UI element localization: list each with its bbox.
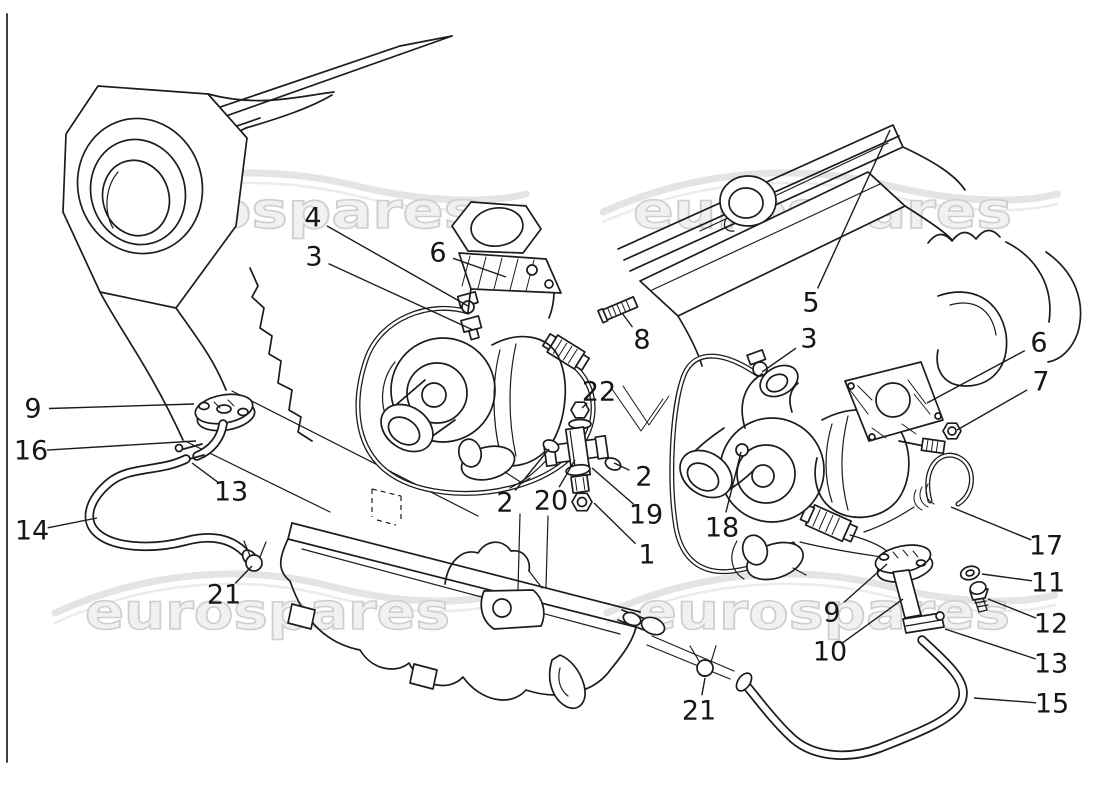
- stud-8: [597, 295, 639, 324]
- gasket-phantom-outline: [371, 488, 402, 526]
- callout-leader-line: [701, 677, 706, 696]
- callout-leader-line: [621, 312, 634, 328]
- fitting-20: [570, 474, 590, 494]
- eurospares-watermark-text: eurospares: [637, 583, 1010, 641]
- callout-leader-line: [987, 598, 1037, 619]
- washer-11: [959, 565, 981, 581]
- watermark-swoosh-echo: [53, 582, 496, 625]
- left-hose-coupler: [541, 333, 591, 371]
- watermark-swoosh: [603, 570, 1059, 617]
- part-number-label: 20: [534, 486, 568, 517]
- callout-leader-line: [761, 347, 797, 373]
- part-number-label: 21: [682, 696, 716, 727]
- part-number-label: 5: [802, 288, 819, 319]
- callout-leader-line: [817, 129, 891, 289]
- callout-leader-line: [452, 257, 507, 278]
- callout-leader-line: [956, 389, 1028, 431]
- callout-leader-line: [46, 440, 197, 451]
- callout-leader-line: [591, 467, 635, 506]
- callout-leader-line: [944, 628, 1037, 660]
- spring-clamp-21-left: [245, 554, 263, 572]
- part-number-label: 3: [305, 242, 322, 273]
- callout-leader-line: [581, 402, 588, 409]
- part-number-label: 10: [813, 637, 847, 668]
- callout-leader-line: [326, 225, 469, 307]
- part-number-label: 14: [15, 516, 49, 547]
- callout-leader-line: [558, 459, 576, 488]
- right-hose-coupler: [799, 503, 859, 543]
- part-number-label: 16: [14, 436, 48, 467]
- part-number-label: 15: [1035, 689, 1069, 720]
- part-number-label: 7: [1032, 367, 1049, 398]
- part-number-label: 2: [635, 462, 652, 493]
- nut-1: [571, 492, 593, 512]
- plug-2-right: [604, 457, 622, 471]
- callout-leader-line: [926, 349, 1026, 404]
- left-oil-drain: [84, 393, 267, 572]
- part-number-label: 6: [1030, 328, 1047, 359]
- right-turbocharger: [669, 349, 974, 581]
- left-turbo-bracket: [451, 201, 562, 294]
- part-number-label: 13: [1034, 649, 1068, 680]
- part-number-label: 6: [429, 238, 446, 269]
- callout-leader-line: [234, 565, 253, 584]
- callout-leader-line: [328, 263, 474, 331]
- part-number-label: 3: [800, 324, 817, 355]
- callout-leader-line: [514, 448, 550, 492]
- block-jagged-edge: [249, 267, 313, 442]
- part-number-label: 9: [823, 598, 840, 629]
- watermark-swoosh: [51, 570, 498, 617]
- callout-leader-line: [842, 598, 904, 644]
- oil-sump: [279, 488, 735, 709]
- washer-19: [565, 463, 591, 477]
- part-number-label: 12: [1034, 609, 1068, 640]
- left-turbine-housing: [491, 335, 567, 467]
- part-number-label: 18: [705, 513, 739, 544]
- part-number-label: 9: [24, 394, 41, 425]
- watermark-swoosh-echo: [605, 582, 1057, 625]
- callout-leader-line: [843, 563, 888, 603]
- part-number-label: 1: [638, 540, 655, 571]
- part-number-label: 4: [304, 203, 321, 234]
- right-oil-drain: [689, 544, 989, 760]
- callout-leader-line: [593, 502, 637, 545]
- sump-bracket: [480, 589, 545, 630]
- part-number-label: 13: [214, 477, 248, 508]
- part-number-label: 2: [496, 488, 513, 519]
- nut-7: [942, 422, 962, 440]
- callout-leader-line: [48, 403, 195, 410]
- drain-hose-15: [740, 635, 968, 760]
- callout-leader-line: [981, 573, 1033, 582]
- part-number-label: 22: [582, 377, 616, 408]
- callout-leader-line: [191, 462, 219, 484]
- callout-leader-line: [950, 506, 1032, 541]
- housing-nut-18: [735, 443, 749, 457]
- part-number-label: 8: [633, 325, 650, 356]
- part-number-label: 17: [1029, 531, 1063, 562]
- left-turbocharger: [355, 258, 639, 496]
- callout-leader-line: [725, 451, 742, 513]
- left-valve-cover-and-inlet: [62, 35, 479, 517]
- sump-gusset: [548, 654, 586, 709]
- part-number-label: 21: [207, 580, 241, 611]
- callout-leader-line: [613, 462, 630, 471]
- drain-pipe-10: [892, 569, 922, 619]
- eurospares-watermark-text: eurospares: [85, 583, 450, 641]
- plug-2-left: [542, 439, 560, 453]
- part-number-label: 19: [629, 500, 663, 531]
- part-number-label: 11: [1031, 568, 1065, 599]
- sump-return-stub: [640, 616, 666, 636]
- callout-leader-line: [47, 517, 98, 529]
- right-valve-cover-and-manifold: [617, 124, 1082, 387]
- callout-leader-line: [973, 697, 1037, 704]
